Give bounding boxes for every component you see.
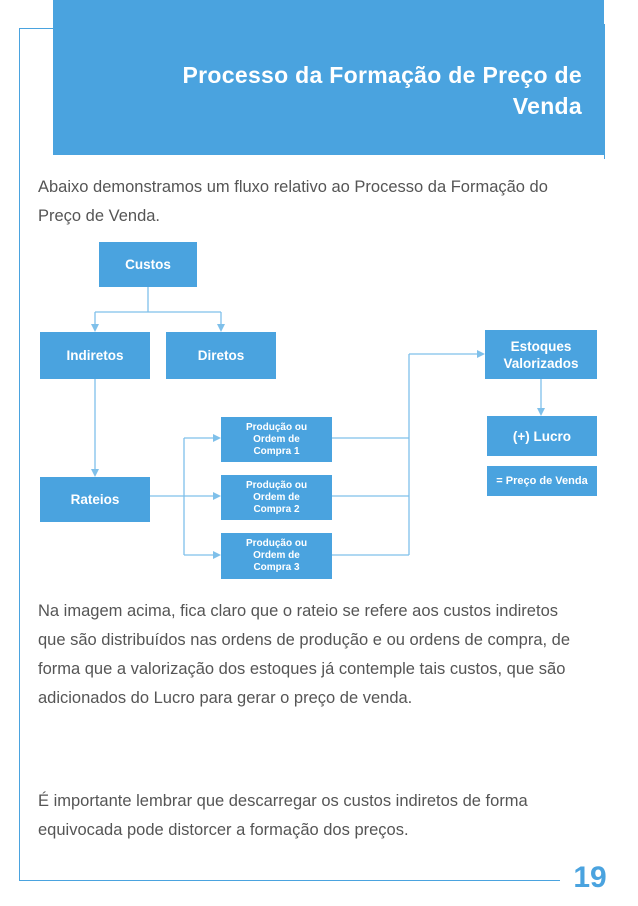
flow-box-ordem-1: Produção ou Ordem de Compra 1 (221, 417, 332, 462)
flow-box-indiretos: Indiretos (40, 332, 150, 379)
frame-left-border (19, 28, 20, 881)
flow-box-preco-venda: = Preço de Venda (487, 466, 597, 496)
frame-top-border (19, 28, 53, 29)
body-paragraph-2: É importante lembrar que descarregar os … (38, 792, 528, 839)
frame-right-border (604, 24, 605, 159)
page-number: 19 (573, 861, 607, 894)
page-header: Processo da Formação de Preço de Venda (53, 0, 604, 155)
flow-box-rateios: Rateios (40, 477, 150, 522)
page-title-line-1: Processo da Formação de Preço de (182, 62, 582, 88)
flow-box-ordem-3: Produção ou Ordem de Compra 3 (221, 533, 332, 579)
intro-paragraph: Abaixo demonstramos um fluxo relativo ao… (38, 178, 548, 225)
flow-box-estoques: Estoques Valorizados (485, 330, 597, 379)
frame-bottom-border (19, 880, 560, 881)
flow-box-lucro: (+) Lucro (487, 416, 597, 456)
body-paragraph-1: Na imagem acima, fica claro que o rateio… (38, 602, 571, 707)
flow-box-custos: Custos (99, 242, 197, 287)
flow-box-diretos: Diretos (166, 332, 276, 379)
page-title-line-2: Venda (512, 93, 582, 119)
page-title: Processo da Formação de Preço de Venda (102, 60, 582, 122)
flow-box-ordem-2: Produção ou Ordem de Compra 2 (221, 475, 332, 520)
